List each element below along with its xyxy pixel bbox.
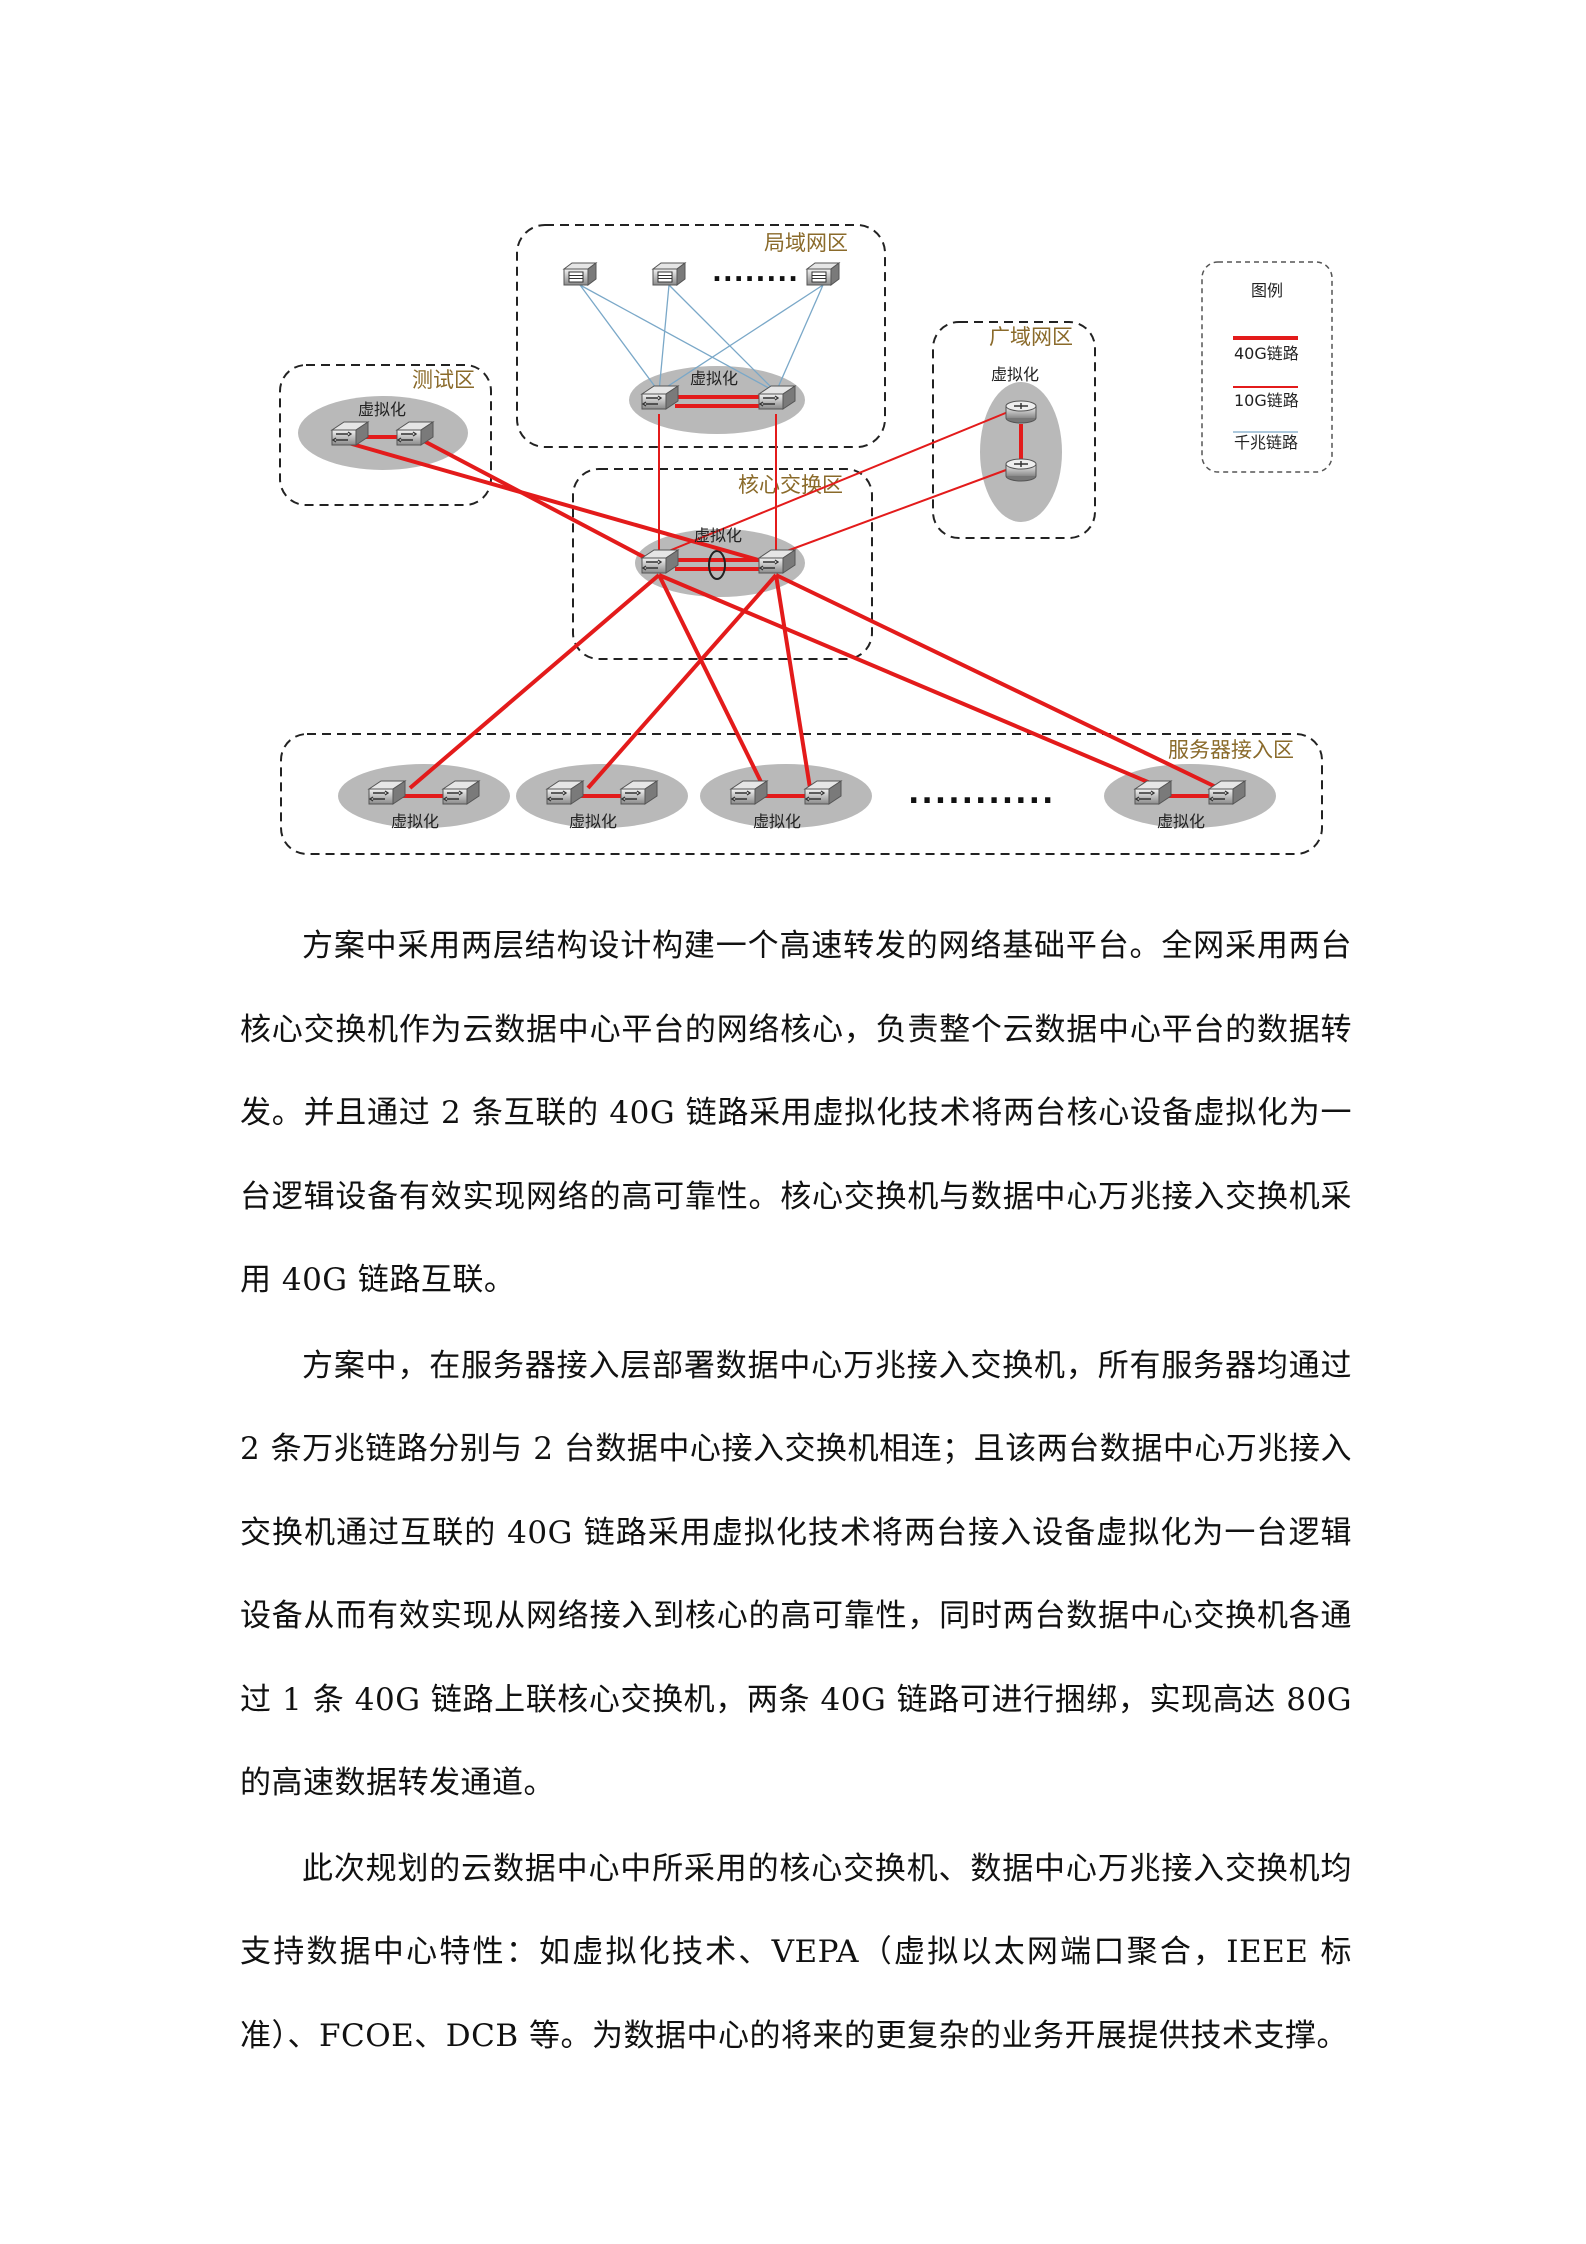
core-pool — [635, 529, 805, 597]
server-zone-label: 服务器接入区 — [1168, 738, 1294, 762]
lan-virtualization-label: 虚拟化 — [690, 369, 738, 388]
paragraph-2: 方案中，在服务器接入层部署数据中心万兆接入交换机，所有服务器均通过 2 条万兆链… — [240, 1347, 1352, 1802]
network-topology-diagram: 局域网区 测试区 广域网区 核心交换区 服务器接入区 图例 40G链路 10G链… — [279, 224, 1333, 855]
wan-router-icon-top — [1005, 400, 1037, 424]
body-text: 方案中采用两层结构设计构建一个高速转发的网络基础平台。全网采用两台核心交换机作为… — [240, 905, 1352, 2080]
test-core-link-1 — [337, 438, 777, 567]
lan-access-switch-icon-2 — [652, 262, 686, 286]
wan-core-link-1 — [658, 411, 1009, 556]
lan-ellipsis: ........ — [712, 258, 799, 288]
paragraph-3: 此次规划的云数据中心中所采用的核心交换机、数据中心万兆接入交换机均支持数据中心特… — [240, 1850, 1352, 2054]
test-zone — [279, 364, 492, 506]
legend-title: 图例 — [1251, 281, 1283, 300]
lan-zone-label: 局域网区 — [764, 231, 848, 255]
core-link-bundle-icon — [708, 550, 726, 580]
gigabit-links — [579, 284, 824, 393]
wan-zone-label: 广域网区 — [989, 325, 1073, 349]
server-virtualization-label-4: 虚拟化 — [1157, 812, 1205, 831]
wan-router-icon-bottom — [1005, 458, 1037, 482]
lan-access-switch-icon-3 — [806, 262, 840, 286]
lan-zone — [516, 224, 886, 448]
wan-virtualization-label: 虚拟化 — [991, 365, 1039, 384]
lan-access-switch-icon-1 — [563, 262, 597, 286]
core-virtualization-label: 虚拟化 — [694, 526, 742, 545]
server-virtualization-label-1: 虚拟化 — [391, 812, 439, 831]
wan-core-link-2 — [775, 469, 1007, 556]
server-ellipsis: ........... — [908, 776, 1055, 811]
paragraph-1: 方案中采用两层结构设计构建一个高速转发的网络基础平台。全网采用两台核心交换机作为… — [240, 928, 1352, 1298]
server-virtualization-label-3: 虚拟化 — [753, 812, 801, 831]
test-pool — [298, 396, 468, 470]
legend — [1201, 261, 1333, 473]
server-virtualization-label-2: 虚拟化 — [569, 812, 617, 831]
legend-1g-label: 千兆链路 — [1234, 433, 1298, 452]
core-access-links — [408, 573, 1219, 790]
core-zone-label: 核心交换区 — [738, 473, 843, 497]
test-zone-label: 测试区 — [412, 368, 475, 392]
legend-10g-label: 10G链路 — [1234, 391, 1299, 410]
test-core-link-2 — [421, 438, 660, 567]
wan-zone — [932, 321, 1096, 539]
core-zone — [572, 468, 873, 660]
legend-40g-label: 40G链路 — [1234, 344, 1299, 363]
test-virtualization-label: 虚拟化 — [358, 400, 406, 419]
